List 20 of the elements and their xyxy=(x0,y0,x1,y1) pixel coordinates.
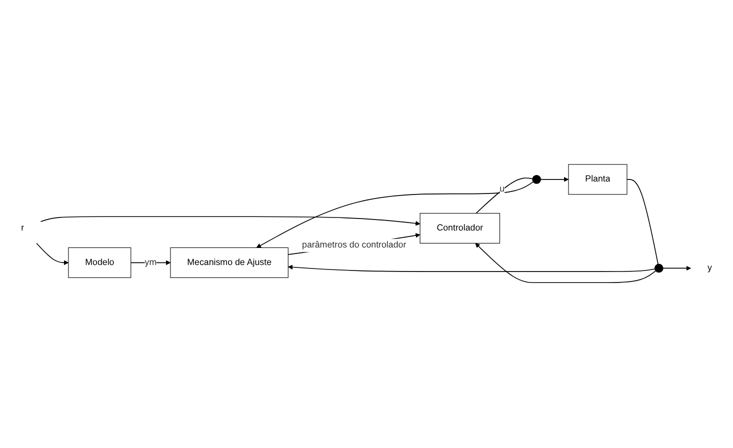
node-box: Mecanismo de Ajuste xyxy=(170,248,288,278)
arrow xyxy=(288,264,656,272)
arrow xyxy=(256,182,534,248)
node-text: y xyxy=(707,263,712,273)
edge-label: parâmetros do controlador xyxy=(302,240,406,250)
arrow xyxy=(40,216,420,226)
node-text: r xyxy=(21,223,24,233)
arrow xyxy=(475,243,656,284)
edge-label: ym xyxy=(144,258,157,268)
edge-label: u xyxy=(500,184,505,194)
connector xyxy=(626,179,658,265)
node-circle xyxy=(654,264,664,273)
node-box: Planta xyxy=(568,164,628,195)
node-circle xyxy=(532,175,542,184)
node-box: Modelo xyxy=(68,248,132,278)
connector xyxy=(476,178,533,214)
arrow xyxy=(662,266,692,271)
arrow xyxy=(540,177,569,182)
node-box: Controlador xyxy=(420,213,500,244)
arrow xyxy=(36,243,69,266)
